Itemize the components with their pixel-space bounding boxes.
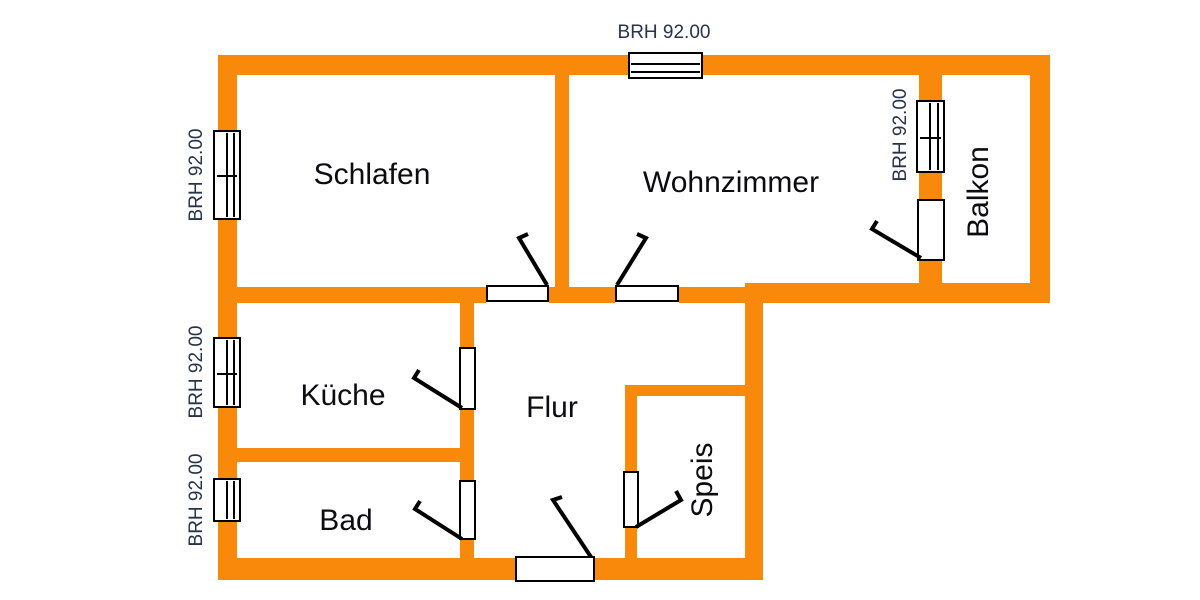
wall-bottom-left [218,558,763,580]
brh-label-bad-window: BRH 92.00 [186,453,207,547]
wall-middle-b [549,287,615,303]
window-sash-tick [217,372,237,375]
schlafen-window-icon [213,130,241,220]
wall-bottom-right [745,283,1050,303]
room-label-wohnzimmer: Wohnzimmer [642,166,820,199]
window-pane [631,63,700,74]
entry-door-swing [549,495,593,559]
wall-balkon-c [919,260,942,303]
brh-label-schlafen-window: BRH 92.00 [186,128,207,222]
brh-label-top-window: BRH 92.00 [617,22,711,43]
kueche-door-swing [411,368,464,410]
wall-balkon-a [919,75,942,102]
wall-flur-c [460,540,474,558]
bad-window-icon [213,478,241,522]
wall-step-right [745,283,763,580]
wall-kueche-bad [237,448,460,462]
wall-flur-a [460,303,474,347]
room-label-kueche: Küche [300,379,386,412]
window-pane [225,481,236,519]
wall-balkon-b [919,173,942,200]
room-label-speis: Speis [686,442,719,518]
wohnzimmer-top-window-icon [628,52,703,79]
speis-door-icon [623,471,639,528]
wall-right [1030,55,1050,303]
room-label-flur: Flur [526,391,578,424]
entry-door-icon [515,556,595,582]
brh-label-balkon-window: BRH 92.00 [890,88,911,182]
room-label-schlafen: Schlafen [313,158,431,191]
bad-door-swing [412,499,464,541]
room-label-bad: Bad [319,504,373,537]
wall-middle-a [237,287,486,303]
speis-door-swing [634,490,684,529]
bad-door-icon [459,480,476,540]
schlafen-door-icon [486,285,549,302]
room-label-balkon: Balkon [962,146,995,238]
window-sash-tick [920,136,941,139]
schlafen-door-swing [516,232,549,287]
balkon-door-icon [917,199,945,261]
balkon-window-icon [916,100,945,173]
kueche-window-icon [213,337,241,408]
wohnzimmer-door-icon [615,285,679,302]
wall-schlafen-wohnzimmer [555,75,569,287]
balkon-door-swing [869,219,923,260]
wohnzimmer-door-swing [615,232,649,287]
kueche-door-icon [459,347,476,410]
wall-speis-top [625,385,745,396]
wall-speis-left-b [625,527,637,558]
brh-label-kueche-window: BRH 92.00 [186,325,207,419]
window-sash-tick [217,175,237,177]
wall-speis-left-a [625,385,637,472]
wall-middle-c [679,287,745,303]
wall-flur-b [460,410,474,480]
